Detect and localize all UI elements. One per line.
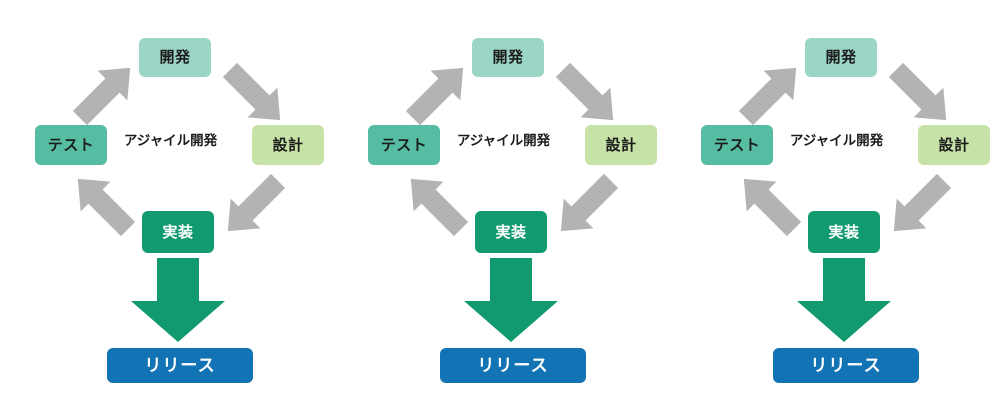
cycle-center-label: アジャイル開発 (789, 133, 884, 148)
node-release-label: リリース (810, 356, 882, 375)
arrow-dev-to-test-icon (72, 67, 131, 126)
node-release[interactable]: リリース (107, 348, 253, 383)
node-design-label: 設計 (938, 136, 970, 154)
arrow-test-to-impl-icon (77, 178, 136, 237)
agile-cycle-group: 開発 設計 実装 テスト リリース アジャイル開発 (666, 0, 1000, 420)
node-test-label: テスト (713, 136, 761, 154)
node-test[interactable]: テスト (701, 125, 773, 165)
node-design[interactable]: 設計 (252, 125, 324, 165)
arrow-dev-to-test-icon (738, 67, 797, 126)
node-design[interactable]: 設計 (585, 125, 657, 165)
node-dev[interactable]: 開発 (472, 38, 544, 77)
arrow-impl-to-release-icon (464, 258, 558, 342)
node-test[interactable]: テスト (368, 125, 440, 165)
node-implementation[interactable]: 実装 (475, 211, 547, 253)
arrow-design-to-dev-icon (222, 62, 281, 121)
node-dev-label: 開発 (825, 49, 857, 66)
node-release[interactable]: リリース (440, 348, 586, 383)
agile-cycle-panel: 開発 設計 実装 テスト リリース アジャイル開発 (0, 0, 334, 420)
arrow-impl-to-design-icon (893, 173, 952, 232)
node-dev-label: 開発 (159, 49, 191, 66)
node-dev[interactable]: 開発 (139, 38, 211, 77)
node-dev[interactable]: 開発 (805, 38, 877, 77)
cycle-center-label: アジャイル開発 (123, 133, 218, 148)
arrow-test-to-impl-icon (410, 178, 469, 237)
arrow-design-to-dev-icon (555, 62, 614, 121)
node-implementation[interactable]: 実装 (808, 211, 880, 253)
cycle-center-label: アジャイル開発 (456, 133, 551, 148)
node-dev-label: 開発 (492, 49, 524, 66)
node-design[interactable]: 設計 (918, 125, 990, 165)
agile-cycle-panel: 開発 設計 実装 テスト リリース アジャイル開発 (666, 0, 1000, 420)
node-test-label: テスト (380, 136, 428, 154)
node-release-label: リリース (477, 356, 549, 375)
node-implementation[interactable]: 実装 (142, 211, 214, 253)
arrow-dev-to-test-icon (405, 67, 464, 126)
node-test-label: テスト (47, 136, 95, 154)
agile-cycle-group: 開発 設計 実装 テスト リリース アジャイル開発 (333, 0, 667, 420)
node-design-label: 設計 (272, 136, 304, 154)
node-test[interactable]: テスト (35, 125, 107, 165)
arrow-test-to-impl-icon (743, 178, 802, 237)
arrow-design-to-dev-icon (888, 62, 947, 121)
arrow-impl-to-design-icon (227, 173, 286, 232)
node-implementation-label: 実装 (828, 223, 860, 241)
arrow-impl-to-release-icon (131, 258, 225, 342)
node-implementation-label: 実装 (162, 223, 194, 241)
node-release-label: リリース (144, 356, 216, 375)
agile-cycle-group: 開発 設計 実装 テスト リリース アジャイル開発 (0, 0, 334, 420)
arrow-impl-to-design-icon (560, 173, 619, 232)
arrow-impl-to-release-icon (797, 258, 891, 342)
agile-cycle-panel: 開発 設計 実装 テスト リリース アジャイル開発 (333, 0, 667, 420)
node-release[interactable]: リリース (773, 348, 919, 383)
node-design-label: 設計 (605, 136, 637, 154)
node-implementation-label: 実装 (495, 223, 527, 241)
